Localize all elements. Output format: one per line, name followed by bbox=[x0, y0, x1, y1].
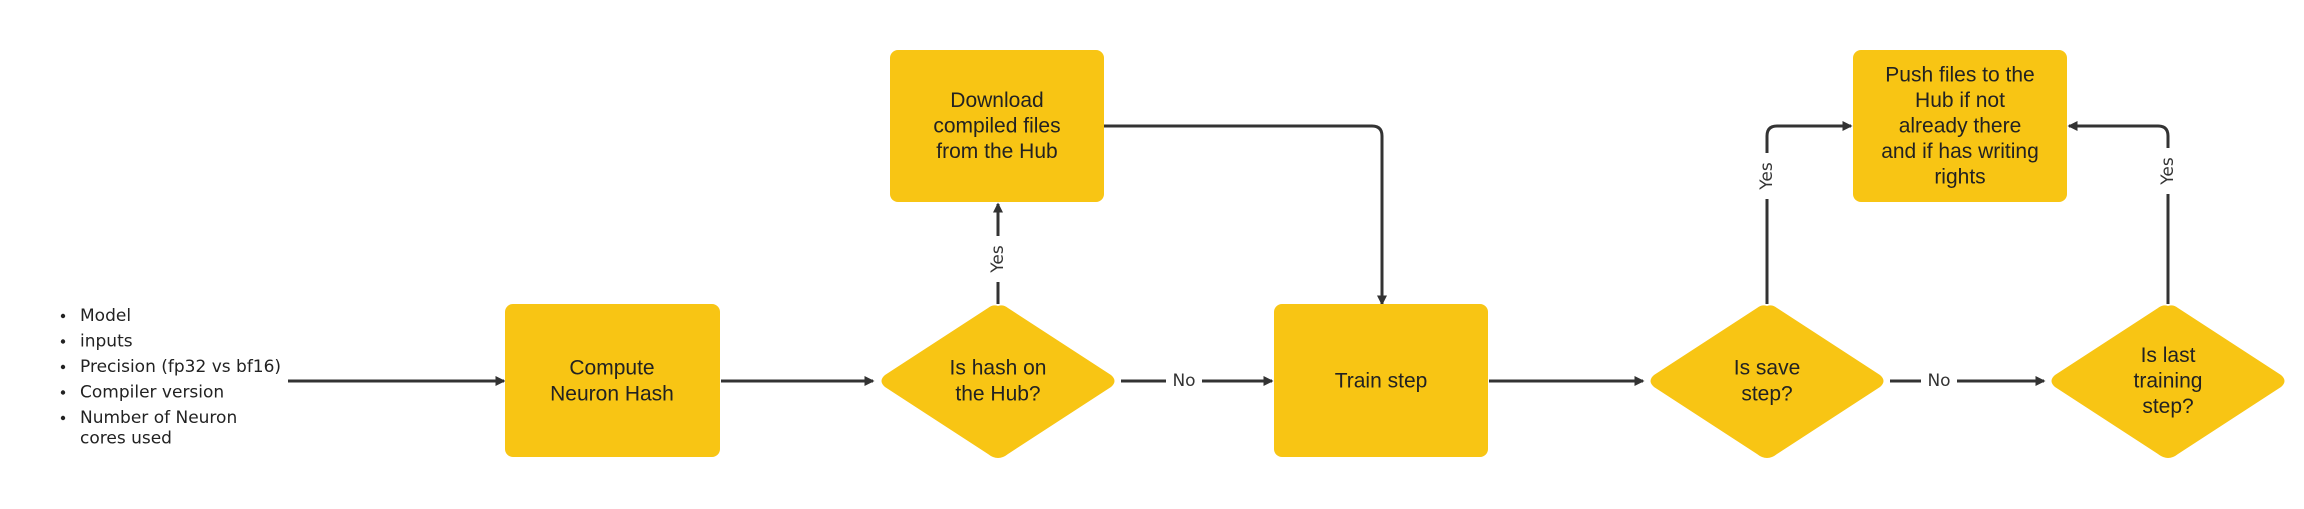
text-line: Compute bbox=[569, 357, 654, 380]
bullet-dot bbox=[60, 390, 66, 395]
train-step-label: Train step bbox=[1335, 370, 1428, 393]
bullet-dot bbox=[60, 339, 66, 344]
inputs-list-item: Precision (fp32 vs bf16) bbox=[60, 357, 281, 377]
text-line: Is hash on bbox=[950, 357, 1047, 380]
text-line: Hub if not bbox=[1915, 89, 2005, 112]
edge-label-hash-no: No bbox=[1172, 371, 1195, 391]
inputs-list-item-label: Precision (fp32 vs bf16) bbox=[80, 357, 281, 377]
inputs-list: Model inputs Precision (fp32 vs bf16) Co… bbox=[60, 306, 281, 449]
text-line: already there bbox=[1899, 115, 2022, 138]
edge-label-hash-yes: Yes bbox=[988, 245, 1008, 274]
inputs-list-item-label: Compiler version bbox=[80, 383, 224, 403]
text-line: Compiler version bbox=[80, 383, 224, 403]
text-line: Is last bbox=[2141, 344, 2196, 367]
text-line: cores used bbox=[80, 429, 172, 449]
text-line: rights bbox=[1934, 166, 1985, 189]
text-line: Number of Neuron bbox=[80, 408, 237, 428]
text-line: inputs bbox=[80, 332, 133, 352]
edge-label-last-yes: Yes bbox=[2158, 157, 2178, 186]
text-line: training bbox=[2134, 370, 2203, 393]
text-line: Is save bbox=[1734, 357, 1801, 380]
text-line: Model bbox=[80, 306, 131, 326]
text-line: Train step bbox=[1335, 370, 1428, 393]
edge-last-yes-to-push bbox=[2067, 121, 2170, 304]
text-line: and if has writing bbox=[1881, 140, 2039, 163]
inputs-list-item: inputs bbox=[60, 332, 133, 352]
bullet-dot bbox=[60, 313, 66, 319]
bullet-dot bbox=[60, 364, 66, 370]
edge-download-to-train bbox=[1104, 124, 1387, 306]
train-step-node: Train step bbox=[1274, 304, 1488, 457]
text-line: Push files to the bbox=[1885, 63, 2034, 86]
inputs-list-item-label: inputs bbox=[80, 332, 133, 352]
text-line: from the Hub bbox=[936, 140, 1057, 163]
text-line: the Hub? bbox=[955, 382, 1040, 405]
edge-label-save-yes: Yes bbox=[1757, 162, 1777, 191]
text-line: Download bbox=[950, 89, 1043, 112]
inputs-list-item: Model bbox=[60, 306, 131, 326]
edge-label-save-no: No bbox=[1927, 371, 1950, 391]
inputs-list-item-label: Model bbox=[80, 306, 131, 326]
text-line: Precision (fp32 vs bf16) bbox=[80, 357, 281, 377]
edge-save-yes-to-push bbox=[1765, 121, 1853, 304]
edge-labels: Yes No Yes No Yes bbox=[980, 148, 2186, 394]
bullet-dot bbox=[60, 415, 66, 421]
text-line: Neuron Hash bbox=[550, 382, 674, 405]
text-line: step? bbox=[1741, 382, 1792, 405]
inputs-list-item: Compiler version bbox=[60, 383, 224, 403]
text-line: compiled files bbox=[933, 115, 1060, 138]
text-line: step? bbox=[2142, 395, 2193, 418]
